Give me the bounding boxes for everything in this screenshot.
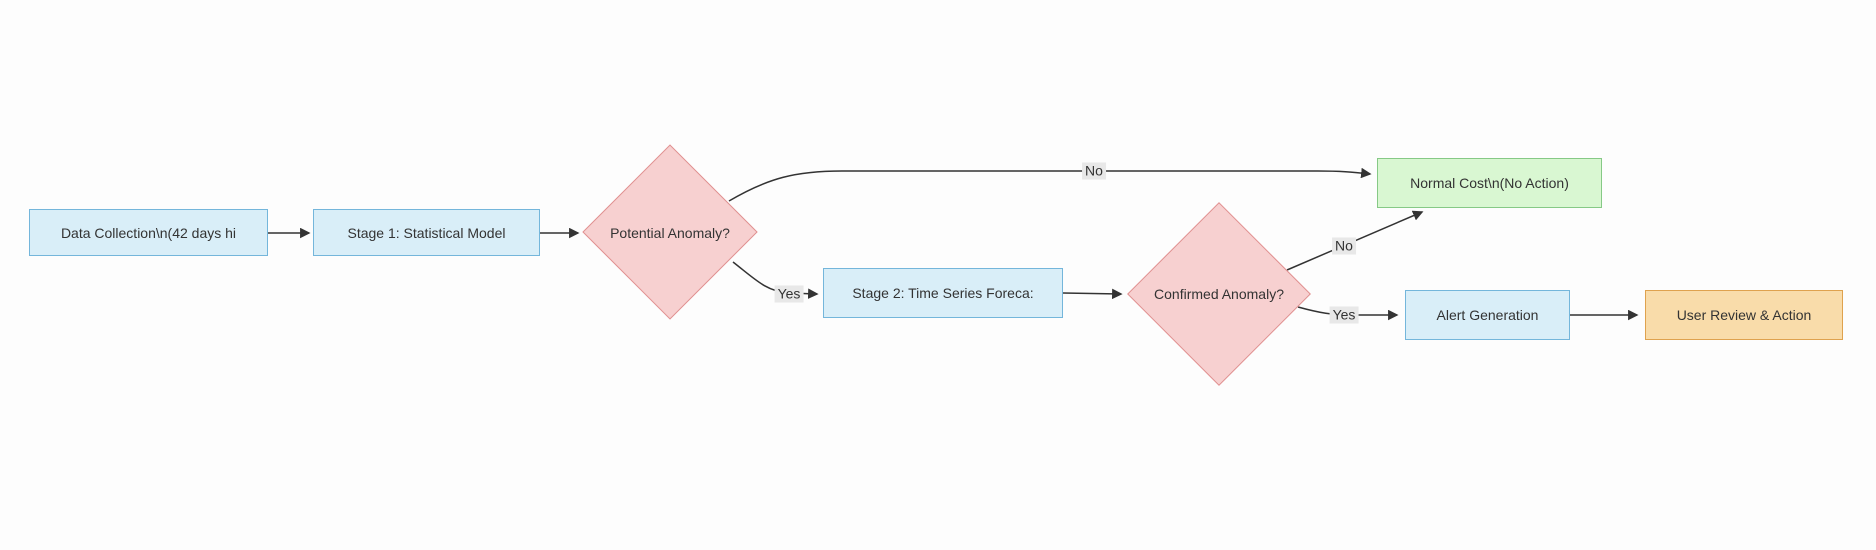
edge-stage2-to-confirmed-anomaly	[1062, 288, 1123, 300]
edge-label-yes-1: Yes	[774, 285, 804, 303]
node-alert-generation-label: Alert Generation	[1436, 307, 1539, 323]
node-stage1-label: Stage 1: Statistical Model	[347, 224, 506, 241]
node-stage2-label: Stage 2: Time Series Foreca:	[852, 285, 1034, 301]
node-stage1: Stage 1: Statistical Model	[313, 209, 540, 256]
node-alert-generation: Alert Generation	[1405, 290, 1570, 340]
node-user-review: User Review & Action	[1645, 290, 1843, 340]
node-confirmed-anomaly-label: Confirmed Anomaly?	[1154, 286, 1284, 302]
node-normal-cost-label: Normal Cost\n(No Action)	[1410, 175, 1569, 191]
edge-label-no-2: No	[1332, 237, 1356, 255]
node-user-review-label: User Review & Action	[1676, 307, 1812, 323]
node-potential-anomaly-label: Potential Anomaly?	[610, 225, 730, 241]
edge-label-yes-2: Yes	[1329, 306, 1359, 324]
node-stage2: Stage 2: Time Series Foreca:	[823, 268, 1063, 318]
edge-label-no-1: No	[1082, 162, 1106, 180]
edge-potential-anomaly-no-to-normal-cost	[728, 167, 1372, 202]
node-normal-cost: Normal Cost\n(No Action)	[1377, 158, 1602, 208]
node-data-collection-label: Data Collection\n(42 days hi	[60, 224, 237, 241]
node-data-collection: Data Collection\n(42 days hi	[29, 209, 268, 256]
